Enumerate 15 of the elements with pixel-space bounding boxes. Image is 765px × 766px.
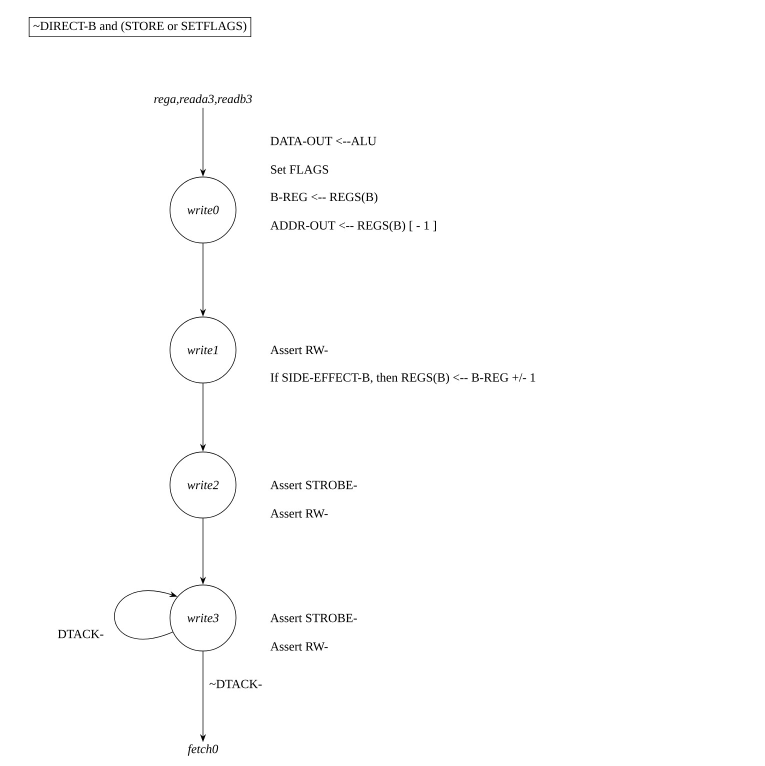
condition-box: ~DIRECT-B and (STORE or SETFLAGS)	[28, 17, 252, 38]
edge-label: DTACK-	[58, 630, 104, 638]
edge-label: ~DTACK-	[210, 680, 262, 688]
action-text: ADDR-OUT <-- REGS(B) [ - 1 ]	[270, 220, 436, 232]
action-text: DATA-OUT <--ALU	[270, 136, 376, 146]
action-text: B-REG <-- REGS(B)	[270, 192, 378, 204]
state-label: fetch0	[188, 744, 218, 756]
action-text: Assert RW-	[270, 642, 328, 651]
action-text: Assert STROBE-	[270, 480, 357, 490]
state-label: rega,reada3,readb3	[154, 94, 252, 106]
action-text: Assert STROBE-	[270, 614, 357, 622]
action-text: Set FLAGS	[271, 165, 328, 174]
action-text: Assert RW-	[270, 346, 328, 354]
action-text: Assert RW-	[270, 509, 328, 518]
action-text: If SIDE-EFFECT-B, then REGS(B) <-- B-REG +/- 1	[270, 372, 536, 384]
